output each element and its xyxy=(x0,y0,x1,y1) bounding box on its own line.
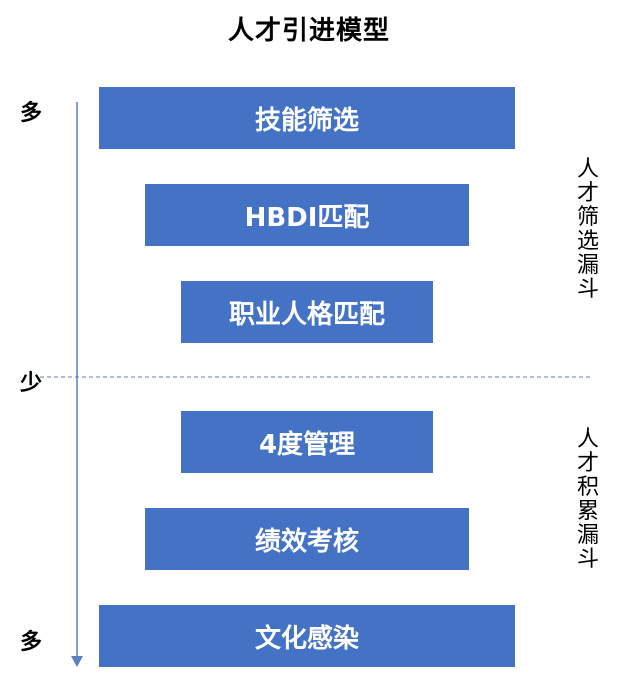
funnel-label-accumulation: 人才积累漏斗 xyxy=(576,427,599,572)
bar-personality-matching: 职业人格匹配 xyxy=(181,281,433,343)
axis-label-middle: 少 xyxy=(20,371,43,396)
bar-hbdi-matching: HBDI匹配 xyxy=(145,184,469,246)
diagram-title: 人才引进模型 xyxy=(227,16,390,46)
bar-4d-management: 4度管理 xyxy=(181,411,433,473)
axis-label-bottom: 多 xyxy=(20,630,43,655)
bar-skill-screening: 技能筛选 xyxy=(99,87,515,149)
bar-performance-review: 绩效考核 xyxy=(145,508,469,570)
arrow-head xyxy=(71,656,83,667)
bar-culture-influence: 文化感染 xyxy=(99,605,515,667)
axis-label-top: 多 xyxy=(20,101,43,126)
funnel-label-screening: 人才筛选漏斗 xyxy=(576,157,599,302)
